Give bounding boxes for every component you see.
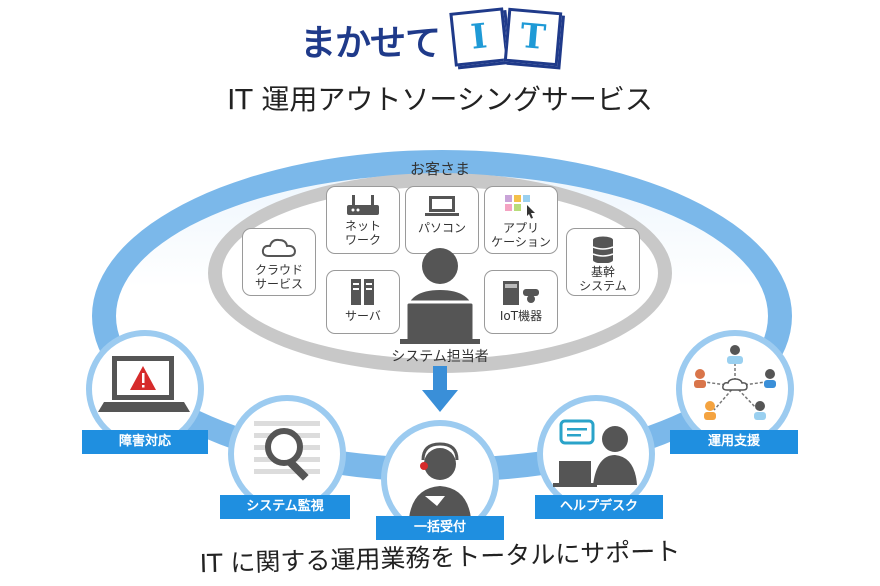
service-label-monitoring: システム監視 — [220, 495, 350, 519]
server-icon — [343, 277, 383, 307]
customer-label: お客さま — [390, 158, 490, 179]
iot-device-icon — [499, 277, 543, 307]
item-pc-label: パソコン — [406, 221, 478, 235]
item-application-label: アプリ ケーション — [485, 221, 557, 249]
item-server: サーバ — [326, 270, 400, 334]
logo-card-i: I — [449, 7, 508, 66]
service-label-incident: 障害対応 — [82, 430, 208, 454]
logo-card-t: T — [504, 8, 563, 67]
item-cloud: クラウド サービス — [242, 228, 316, 296]
item-application: アプリ ケーション — [484, 186, 558, 254]
item-core-system: 基幹 システム — [566, 228, 640, 296]
item-server-label: サーバ — [327, 309, 399, 323]
system-admin-label: システム担当者 — [360, 346, 520, 366]
item-network-label: ネット ワーク — [327, 219, 399, 247]
service-label-helpdesk: ヘルプデスク — [535, 495, 663, 519]
magnifier-icon — [234, 401, 340, 507]
item-core-system-label: 基幹 システム — [567, 265, 639, 293]
logo-text: まかせて — [300, 14, 440, 66]
app-grid-icon — [501, 193, 541, 219]
arrow-down-icon — [422, 366, 458, 414]
network-people-icon — [682, 336, 788, 442]
database-icon — [583, 235, 623, 263]
system-admin-icon — [400, 244, 480, 344]
item-iot-label: IoT機器 — [485, 309, 557, 323]
item-iot: IoT機器 — [484, 270, 558, 334]
warning-laptop-icon — [92, 336, 198, 442]
router-icon — [343, 193, 383, 217]
chat-support-icon — [543, 401, 649, 507]
page-subtitle: IT 運用アウトソーシングサービス — [0, 78, 880, 118]
laptop-icon — [422, 193, 462, 219]
item-network: ネット ワーク — [326, 186, 400, 254]
service-label-operations: 運用支援 — [670, 430, 798, 454]
item-cloud-label: クラウド サービス — [243, 263, 315, 291]
cloud-icon — [259, 235, 299, 261]
